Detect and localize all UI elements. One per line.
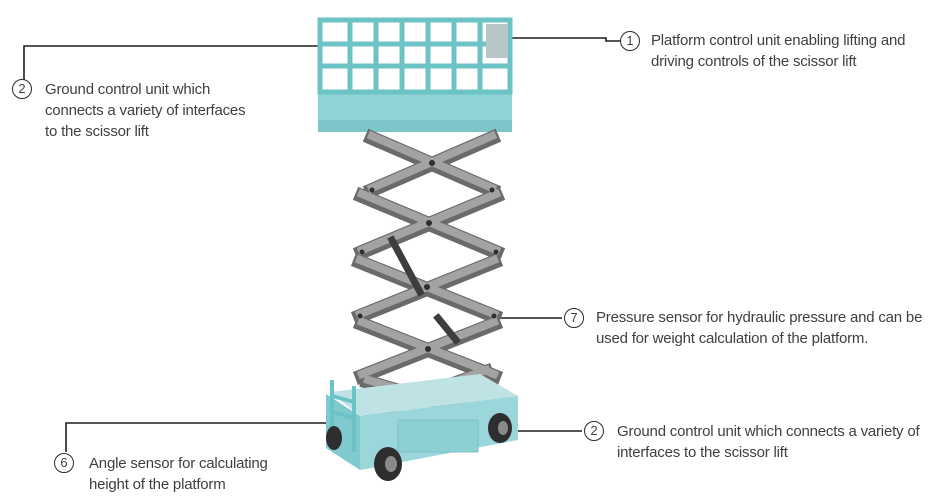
- callout-1-badge: 1: [620, 31, 640, 51]
- callout-6-badge: 6: [54, 453, 74, 473]
- platform-control-box-shape: [486, 24, 508, 58]
- wheels: [326, 413, 512, 481]
- callout-2-bottom-text: Ground control unit which connects a var…: [617, 423, 920, 461]
- chassis: [326, 374, 518, 481]
- scissor-arms: [350, 128, 506, 425]
- callout-2-top-badge: 2: [12, 79, 32, 99]
- leader-line-6: [65, 422, 343, 452]
- callout-2-bottom-badge: 2: [584, 421, 604, 441]
- callout-6-text: Angle sensor for calculating height of t…: [89, 455, 268, 493]
- callout-7-text: Pressure sensor for hydraulic pressure a…: [596, 309, 923, 347]
- platform: [317, 17, 513, 132]
- callout-7-badge: 7: [564, 308, 584, 328]
- callout-2-top-text: Ground control unit which connects a var…: [45, 81, 246, 140]
- leader-line-2-top: [23, 45, 318, 80]
- callout-1-text: Platform control unit enabling lifting a…: [651, 32, 906, 70]
- leader-line-1: [512, 37, 620, 42]
